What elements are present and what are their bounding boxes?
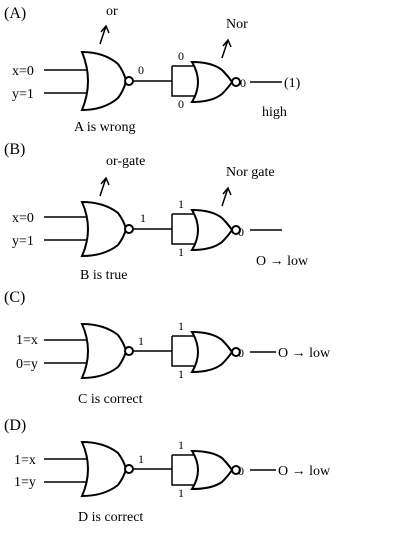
panel-b-bubble-out: 0	[238, 225, 244, 239]
panel-b-gate2-in-bottom: 1	[178, 245, 184, 259]
panel-d-input-y: 1=y	[14, 475, 36, 490]
panel-d-bubble-out: 0	[238, 464, 244, 478]
panel-c-verdict: C is correct	[78, 392, 143, 407]
panel-c-input-x: 1=x	[16, 333, 38, 348]
panel-d-joined-inputs	[171, 454, 196, 486]
panel-a-nor-bubble	[231, 77, 241, 87]
panel-d-mid-value: 1	[138, 452, 144, 466]
panel-d-gate2-in-top: 1	[178, 438, 184, 452]
panel-a-input-x: x=0	[12, 64, 34, 79]
panel-a-gate1-name: or	[106, 4, 118, 19]
panel-a-bubble-out: 0	[240, 76, 246, 90]
panel-c-result: O → low	[278, 346, 331, 361]
panel-c-nor-gate	[190, 330, 234, 374]
panel-b-result: O → low	[256, 254, 309, 269]
panel-b-gate2-name: Nor gate	[226, 165, 275, 180]
panel-c-gate2-in-bottom: 1	[178, 367, 184, 381]
panel-b-input-y: y=1	[12, 234, 34, 249]
panel-d-input-x: 1=x	[14, 453, 36, 468]
panel-d-nor-gate	[190, 449, 234, 491]
panel-c-or-gate	[80, 322, 128, 380]
panel-d-label: (D)	[4, 417, 26, 434]
panel-a-gate2-in-top: 0	[178, 49, 184, 63]
panel-c: (C) 1=x 0=y 1 1 1 0 O → low C is correct	[4, 289, 331, 407]
panel-a-result: (1)	[284, 76, 301, 91]
panel-a-arrow-1	[99, 24, 110, 45]
panel-b-verdict: B is true	[80, 268, 127, 283]
panel-d-nor-bubble	[231, 465, 241, 475]
panel-b-input-x: x=0	[12, 211, 34, 226]
panel-b: (B) or-gate Nor gate x=0 y=1 1 1 1 0 O →…	[4, 141, 309, 283]
panel-b-gate1-name: or-gate	[106, 154, 145, 169]
panel-b-nor-bubble	[231, 225, 241, 235]
panel-a-nor-gate	[190, 60, 234, 104]
panel-a-mid-value: 0	[138, 63, 144, 77]
panel-b-or-gate	[80, 200, 128, 258]
panel-b-nor-gate	[190, 208, 234, 252]
panel-c-gate2-in-top: 1	[178, 319, 184, 333]
panel-d-result: O → low	[278, 464, 331, 479]
panel-b-joined-inputs	[171, 213, 196, 245]
panel-d: (D) 1=x 1=y 1 1 1 0 O → low D is correct	[4, 417, 331, 525]
panel-a-result-word: high	[262, 105, 287, 120]
panel-d-or-bubble	[124, 464, 134, 474]
panel-d-or-gate	[80, 440, 128, 498]
panel-a-or-gate	[80, 50, 128, 112]
panel-a: (A) or Nor x=0 y=1 0 0 0 0 (1) high A is…	[4, 4, 301, 135]
panel-a-gate2-name: Nor	[226, 17, 248, 32]
panel-c-mid-value: 1	[138, 334, 144, 348]
panel-c-bubble-out: 0	[238, 346, 244, 360]
panel-d-verdict: D is correct	[78, 510, 143, 525]
panel-c-or-bubble	[124, 346, 134, 356]
panel-a-or-bubble	[124, 76, 134, 86]
panel-b-arrow-1	[99, 176, 110, 197]
panel-b-label: (B)	[4, 141, 25, 158]
panel-b-arrow-2	[221, 186, 232, 207]
panel-c-input-y: 0=y	[16, 357, 38, 372]
panel-b-or-bubble	[124, 224, 134, 234]
panel-c-nor-bubble	[231, 347, 241, 357]
panel-a-verdict: A is wrong	[74, 120, 135, 135]
panel-a-arrow-2	[221, 38, 232, 59]
panel-d-gate2-in-bottom: 1	[178, 486, 184, 500]
panel-c-label: (C)	[4, 289, 25, 306]
panel-a-gate2-in-bottom: 0	[178, 97, 184, 111]
panel-b-gate2-in-top: 1	[178, 197, 184, 211]
panel-a-label: (A)	[4, 5, 26, 22]
panel-a-joined-inputs	[171, 65, 196, 97]
panel-b-mid-value: 1	[140, 211, 146, 225]
panel-c-joined-inputs	[171, 335, 196, 367]
panel-a-input-y: y=1	[12, 87, 34, 102]
